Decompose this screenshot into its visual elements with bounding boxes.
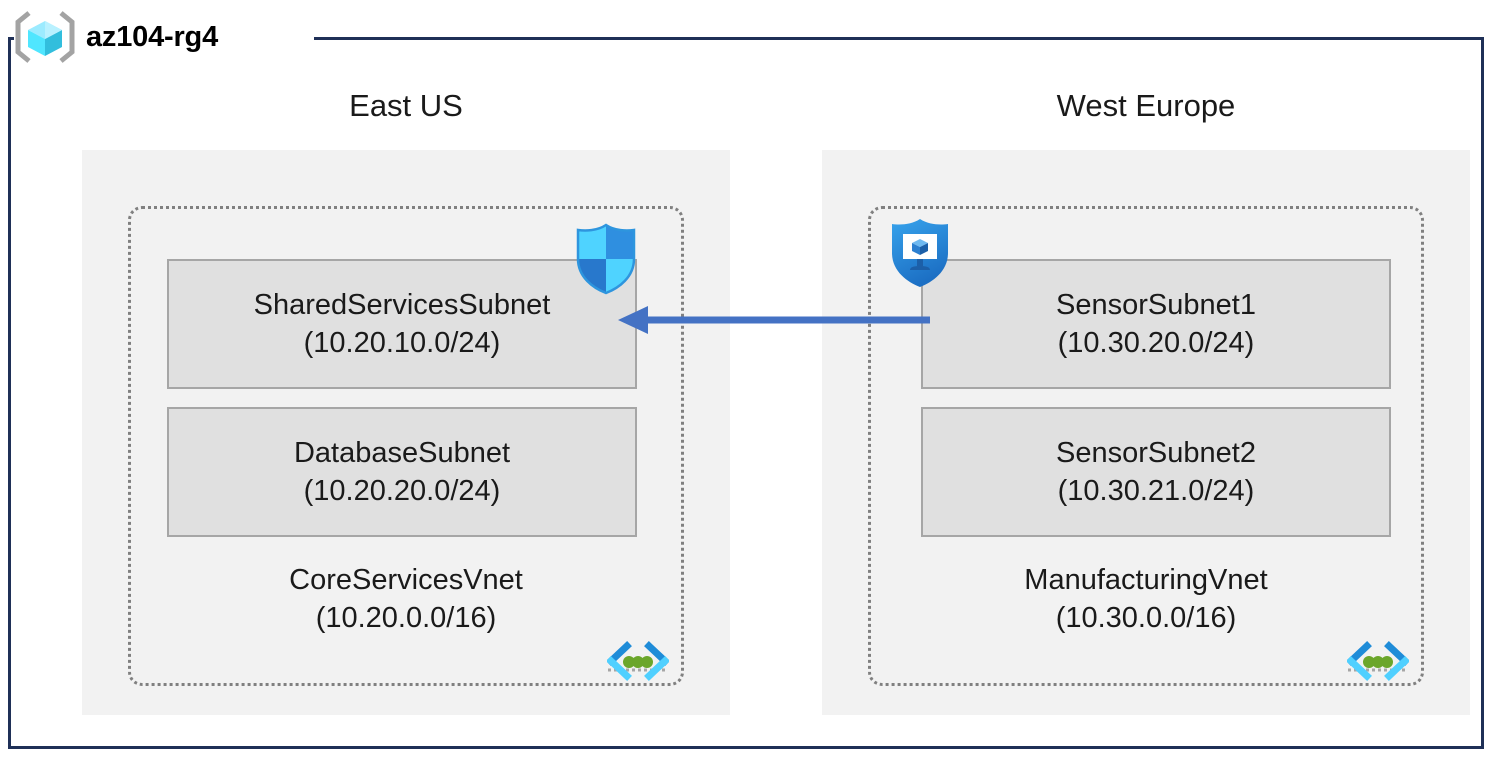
network-security-group-icon[interactable] — [575, 223, 637, 295]
vnet-peering-arrow[interactable] — [618, 300, 930, 340]
subnet-cidr: (10.30.20.0/24) — [1057, 327, 1255, 359]
subnet-name: SharedServicesSubnet — [253, 289, 551, 321]
vnet-cidr: (10.30.0.0/16) — [1055, 602, 1237, 634]
subnet-sensorsubnet2[interactable]: SensorSubnet2 (10.30.21.0/24) — [921, 407, 1391, 537]
vnet-coreservicesvnet[interactable]: SharedServicesSubnet (10.20.10.0/24) — [128, 206, 684, 686]
resource-group-icon — [15, 11, 75, 63]
vnet-manufacturingvnet[interactable]: SensorSubnet1 (10.30.20.0/24) — [868, 206, 1424, 686]
resource-group-name: az104-rg4 — [86, 20, 218, 53]
virtual-network-icon — [1347, 641, 1409, 681]
subnet-name: DatabaseSubnet — [293, 437, 511, 469]
application-security-group-icon[interactable] — [889, 217, 951, 289]
vnet-name: CoreServicesVnet — [289, 564, 523, 596]
subnet-cidr: (10.30.21.0/24) — [1057, 475, 1255, 507]
subnet-databasesubnet[interactable]: DatabaseSubnet (10.20.20.0/24) — [167, 407, 637, 537]
subnet-name: SensorSubnet2 — [1056, 437, 1256, 469]
resource-group-frame — [8, 37, 1484, 749]
subnet-cidr: (10.20.20.0/24) — [303, 475, 501, 507]
resource-group-header: az104-rg4 — [14, 8, 218, 66]
subnet-sharedservicessubnet[interactable]: SharedServicesSubnet (10.20.10.0/24) — [167, 259, 637, 389]
region-title: West Europe — [1056, 88, 1236, 123]
subnet-sensorsubnet1[interactable]: SensorSubnet1 (10.30.20.0/24) — [921, 259, 1391, 389]
virtual-network-icon — [607, 641, 669, 681]
subnet-cidr: (10.20.10.0/24) — [303, 327, 501, 359]
region-title: East US — [349, 88, 463, 123]
vnet-name: ManufacturingVnet — [1024, 564, 1268, 596]
vnet-cidr: (10.20.0.0/16) — [315, 602, 497, 634]
subnet-name: SensorSubnet1 — [1056, 289, 1256, 321]
resource-group-label-gap — [14, 26, 314, 50]
